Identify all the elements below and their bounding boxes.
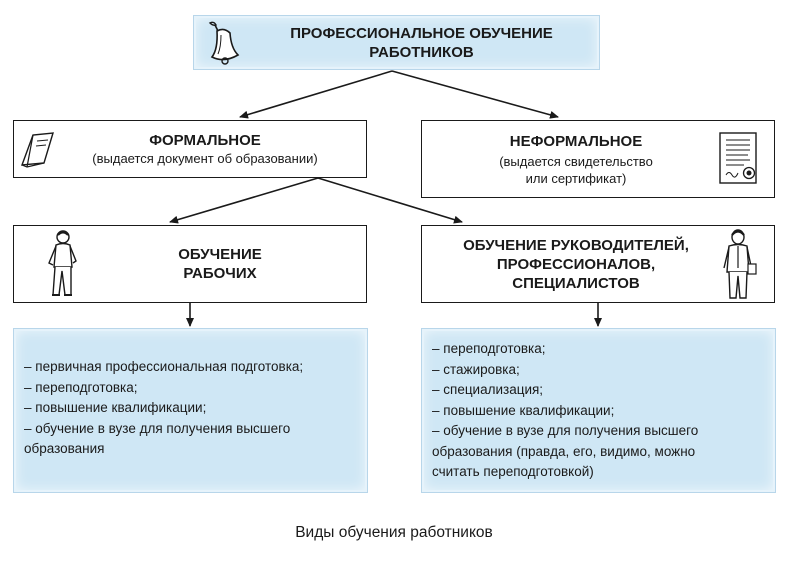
bell-icon: [208, 21, 240, 65]
list-item: – повышение квалификации;: [432, 402, 615, 418]
arrow-formal-to-workers: [169, 177, 319, 224]
certificate-icon: [719, 132, 757, 184]
list-item: считать переподготовкой): [432, 464, 594, 479]
list-item: – первичная профессиональная подготовка;: [24, 359, 304, 374]
managers-title-line3: СПЕЦИАЛИСТОВ: [512, 274, 640, 292]
formal-title: ФОРМАЛЬНОЕ: [149, 132, 261, 149]
list-item: образования: [24, 441, 105, 456]
workers-title-line1: ОБУЧЕНИЕ: [178, 246, 262, 263]
top-title-line1: ПРОФЕССИОНАЛЬНОЕ ОБУЧЕНИЕ: [290, 24, 553, 42]
informal-subtitle-line1: (выдается свидетельство: [499, 153, 653, 169]
workers-box: ОБУЧЕНИЕ РАБОЧИХ: [13, 225, 367, 303]
arrow-top-to-formal: [239, 70, 393, 119]
list-item: – стажировка;: [432, 361, 520, 377]
managers-list-box: – переподготовка; – стажировка; – специа…: [421, 328, 776, 493]
informal-box: НЕФОРМАЛЬНОЕ (выдается свидетельство или…: [421, 120, 775, 198]
formal-box: ФОРМАЛЬНОЕ (выдается документ об образов…: [13, 120, 367, 178]
workers-list: – первичная профессиональная подготовка;…: [24, 357, 362, 460]
workers-title-line2: РАБОЧИХ: [183, 265, 257, 282]
informal-title: НЕФОРМАЛЬНОЕ: [509, 132, 643, 150]
managers-title-line1: ОБУЧЕНИЕ РУКОВОДИТЕЛЕЙ,: [463, 236, 689, 254]
managers-box: ОБУЧЕНИЕ РУКОВОДИТЕЛЕЙ, ПРОФЕССИОНАЛОВ, …: [421, 225, 775, 303]
manager-figure-icon: [723, 229, 757, 299]
informal-subtitle-line2: или сертификат): [525, 170, 627, 186]
list-item: – повышение квалификации;: [24, 400, 207, 415]
workers-list-box: – первичная профессиональная подготовка;…: [13, 328, 368, 493]
list-item: – обучение в вузе для получения высшего: [24, 420, 291, 436]
list-item: – специализация;: [432, 382, 544, 397]
folded-document-icon: [20, 132, 54, 168]
worker-figure-icon: [48, 230, 77, 296]
arrow-formal-to-managers: [317, 177, 463, 224]
managers-list: – переподготовка; – стажировка; – специа…: [432, 339, 770, 483]
arrow-top-to-informal: [391, 70, 559, 119]
managers-title-line2: ПРОФЕССИОНАЛОВ,: [496, 255, 656, 273]
list-item: – обучение в вузе для получения высшего: [432, 423, 699, 438]
list-item: – переподготовка;: [432, 341, 546, 356]
top-box: ПРОФЕССИОНАЛЬНОЕ ОБУЧЕНИЕ РАБОТНИКОВ: [193, 15, 600, 70]
list-item: – переподготовка;: [24, 379, 138, 395]
top-title-line2: РАБОТНИКОВ: [369, 43, 474, 61]
formal-subtitle: (выдается документ об образовании): [92, 151, 318, 166]
figure-caption: Виды обучения работников: [295, 524, 493, 541]
list-item: образования (правда, его, видимо, можно: [432, 443, 696, 459]
